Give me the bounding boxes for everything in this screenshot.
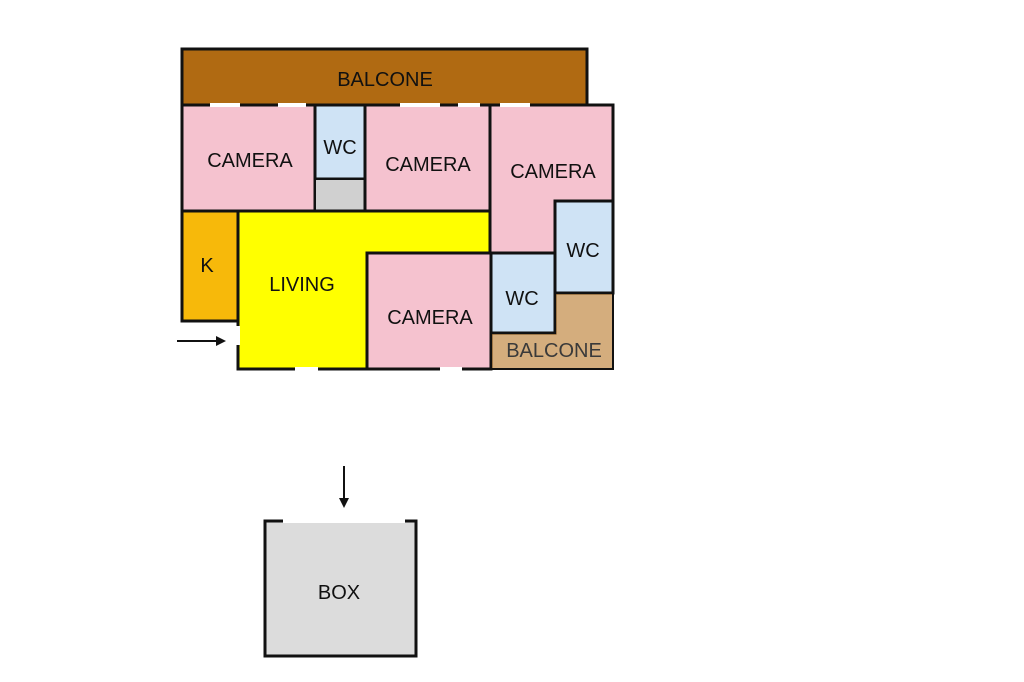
- kitchen-label: K: [200, 255, 214, 277]
- box-arrow-icon: [339, 466, 349, 508]
- camera-2-label: CAMERA: [385, 154, 471, 176]
- camera-4-label: CAMERA: [387, 307, 473, 329]
- entrance-arrow-icon: [177, 336, 226, 346]
- box-label: BOX: [318, 582, 360, 604]
- balcone-small-room: [490, 292, 614, 370]
- balcone-small-label: BALCONE: [506, 340, 602, 362]
- camera-4-room: [365, 251, 493, 371]
- camera-1-label: CAMERA: [207, 150, 293, 172]
- wc-2-label: WC: [505, 288, 538, 310]
- wc-3-label: WC: [566, 240, 599, 262]
- living-label: LIVING: [269, 274, 335, 296]
- box-room: [263, 519, 418, 658]
- door-openings: [210, 103, 530, 371]
- balcone-top-room: [180, 47, 589, 107]
- wc-3-room: [553, 199, 615, 295]
- hall-area: [314, 178, 366, 212]
- balcone-top-label: BALCONE: [337, 69, 433, 91]
- wc-1-label: WC: [323, 137, 356, 159]
- camera-1-room: [180, 103, 317, 213]
- camera-3-label: CAMERA: [510, 161, 596, 183]
